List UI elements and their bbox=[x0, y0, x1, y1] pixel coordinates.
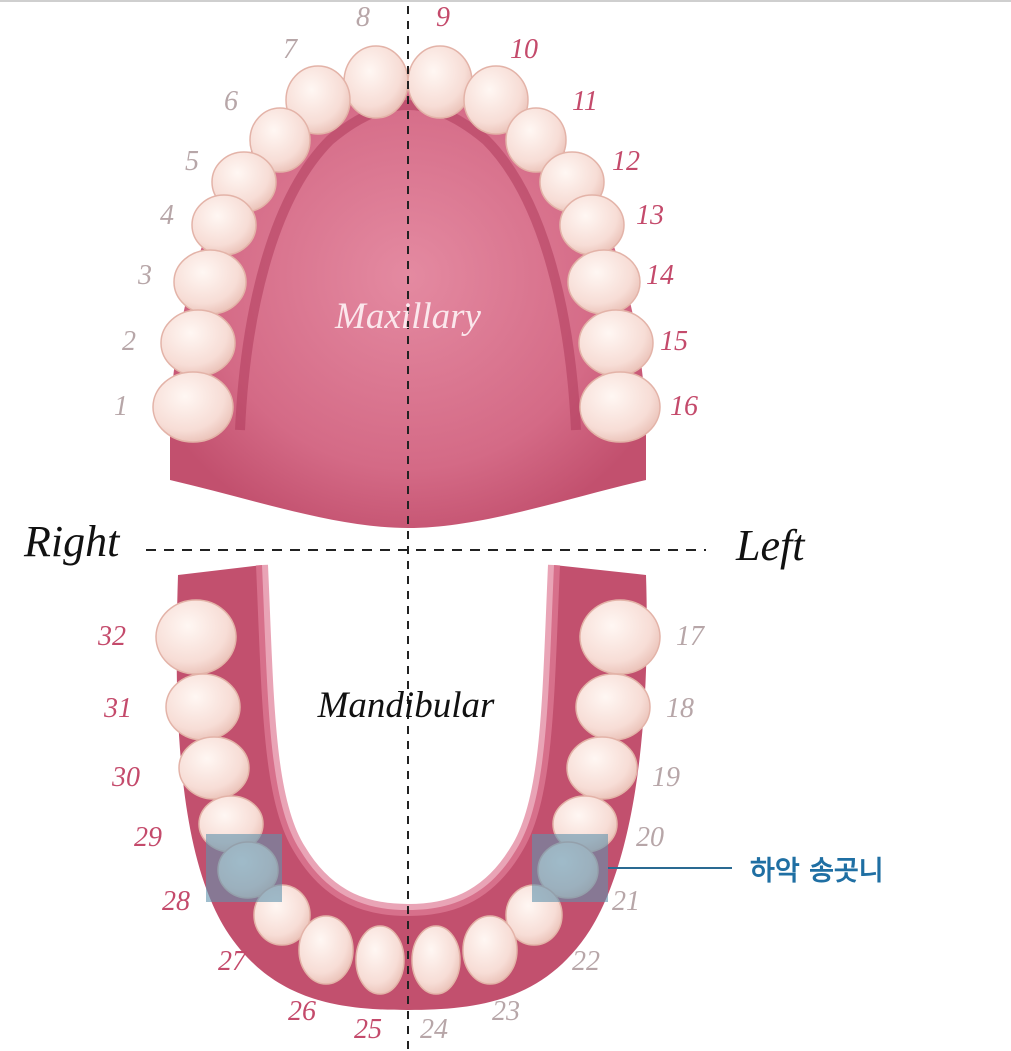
tooth-number-20: 20 bbox=[636, 822, 664, 853]
left-label: Left bbox=[735, 521, 806, 570]
tooth-number-26: 26 bbox=[288, 996, 316, 1027]
tooth-7 bbox=[285, 65, 351, 135]
tooth-number-18: 18 bbox=[666, 693, 694, 724]
tooth-15 bbox=[578, 309, 654, 377]
tooth-4 bbox=[191, 194, 257, 256]
tooth-number-16: 16 bbox=[670, 391, 698, 422]
tooth-number-31: 31 bbox=[103, 693, 132, 724]
tooth-number-23: 23 bbox=[492, 996, 520, 1027]
tooth-number-28: 28 bbox=[162, 886, 190, 917]
mandibular-inner-shade bbox=[256, 564, 560, 917]
tooth-8 bbox=[343, 45, 409, 119]
tooth-number-8: 8 bbox=[356, 2, 370, 33]
tooth-number-19: 19 bbox=[652, 762, 680, 793]
mandibular-label: Mandibular bbox=[317, 685, 495, 726]
tooth-17 bbox=[579, 599, 661, 675]
tooth-18 bbox=[575, 673, 651, 741]
tooth-number-5: 5 bbox=[185, 146, 199, 177]
tooth-2 bbox=[160, 309, 236, 377]
tooth-11 bbox=[505, 107, 567, 173]
maxillary-gum-edge bbox=[235, 99, 581, 431]
tooth-number-17: 17 bbox=[676, 621, 705, 652]
upper-teeth bbox=[152, 45, 661, 443]
tooth-number-24: 24 bbox=[420, 1014, 448, 1045]
tooth-25 bbox=[355, 925, 405, 995]
tooth-number-29: 29 bbox=[134, 822, 162, 853]
tooth-26 bbox=[298, 915, 354, 985]
tooth-number-11: 11 bbox=[572, 86, 598, 117]
tooth-number-27: 27 bbox=[218, 946, 247, 977]
tooth-number-30: 30 bbox=[111, 762, 140, 793]
tooth-14 bbox=[567, 249, 641, 315]
tooth-10 bbox=[463, 65, 529, 135]
tooth-13 bbox=[559, 194, 625, 256]
tooth-number-3: 3 bbox=[137, 260, 152, 291]
highlight-box-left-canine bbox=[532, 834, 608, 902]
tooth-24 bbox=[411, 925, 461, 995]
tooth-number-32: 32 bbox=[97, 621, 126, 652]
right-label: Right bbox=[23, 517, 121, 566]
tooth-number-1: 1 bbox=[114, 391, 128, 422]
tooth-number-6: 6 bbox=[224, 86, 238, 117]
lower-tooth-numbers: 32 17 31 18 30 19 29 20 28 21 27 22 26 2… bbox=[97, 621, 705, 1045]
tooth-23 bbox=[462, 915, 518, 985]
tooth-number-4: 4 bbox=[160, 200, 174, 231]
tooth-number-21: 21 bbox=[612, 886, 640, 917]
tooth-number-22: 22 bbox=[572, 946, 600, 977]
tooth-number-7: 7 bbox=[283, 34, 298, 65]
tooth-9 bbox=[407, 45, 473, 119]
tooth-16 bbox=[579, 371, 661, 443]
tooth-number-10: 10 bbox=[510, 34, 538, 65]
tooth-number-14: 14 bbox=[646, 260, 674, 291]
highlight-box-right-canine bbox=[206, 834, 282, 902]
tooth-number-2: 2 bbox=[122, 326, 136, 357]
tooth-30 bbox=[178, 736, 250, 800]
tooth-32 bbox=[155, 599, 237, 675]
tooth-number-15: 15 bbox=[660, 326, 688, 357]
tooth-6 bbox=[249, 107, 311, 173]
callout-label: 하악 송곳니 bbox=[750, 856, 884, 887]
tooth-1 bbox=[152, 371, 234, 443]
tooth-number-25: 25 bbox=[354, 1014, 382, 1045]
maxillary-label: Maxillary bbox=[334, 296, 481, 337]
tooth-19 bbox=[566, 736, 638, 800]
tooth-number-13: 13 bbox=[636, 200, 664, 231]
tooth-number-9: 9 bbox=[436, 2, 450, 33]
tooth-31 bbox=[165, 673, 241, 741]
tooth-number-12: 12 bbox=[612, 146, 640, 177]
tooth-3 bbox=[173, 249, 247, 315]
upper-tooth-numbers: 8 9 7 10 6 11 5 12 4 13 3 14 2 15 1 16 bbox=[114, 2, 698, 422]
